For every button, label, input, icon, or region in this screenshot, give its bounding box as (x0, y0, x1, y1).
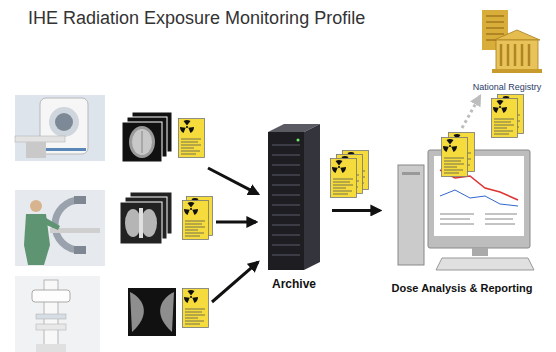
mammography-unit-part (36, 344, 66, 352)
node-label: Archive (272, 278, 316, 292)
modality-arrows (208, 168, 258, 302)
c-arm-part (30, 200, 42, 212)
dose-report (179, 119, 205, 158)
registry-building (482, 10, 542, 73)
c-arm-part (74, 246, 86, 254)
dose-report (442, 138, 468, 177)
registry-arrow (462, 96, 480, 128)
mammogram-image-part (130, 292, 144, 332)
registry-building-part (492, 69, 542, 73)
mammography-unit-part (36, 324, 66, 330)
mammography-unit-part (32, 290, 70, 302)
ct-image-stack-part (122, 122, 162, 162)
mammography-unit (15, 276, 100, 352)
ct-scanner-part (42, 148, 86, 151)
mammogram-image-part (128, 288, 176, 336)
archive-server-part (268, 132, 304, 270)
dose-report (183, 289, 209, 328)
xray-image-stack-part (125, 209, 141, 237)
mammogram-image (128, 288, 176, 336)
archive-server-part (304, 124, 320, 270)
dose-report (183, 201, 209, 240)
workstation-part (440, 214, 517, 224)
node-label: Dose Analysis & Reporting (392, 282, 533, 295)
archive-server-part (297, 139, 300, 142)
ct-image-stack (122, 112, 172, 162)
ct-image-stack-part (132, 129, 152, 155)
xray-image-stack (120, 192, 172, 244)
data-arrow (332, 209, 380, 212)
workstation-node: Dose Analysis & Reporting (382, 130, 542, 297)
registry-node: National Registry (462, 2, 552, 94)
modality-arrows-part (208, 168, 258, 194)
c-arm-part (15, 190, 105, 266)
ct-scanner-part (55, 113, 73, 131)
node-label: National Registry (473, 82, 542, 92)
ct-scanner-part (26, 142, 46, 158)
diagram-title: IHE Radiation Exposure Monitoring Profil… (28, 8, 365, 29)
mammography-unit-part (36, 314, 66, 319)
xray-image-stack-part (139, 208, 143, 238)
mammogram-image-part (160, 292, 174, 332)
registry-building-part (494, 30, 540, 40)
archive-server-part (272, 145, 300, 255)
ct-scanner-part (15, 95, 105, 161)
workstation-part (398, 165, 424, 265)
c-arm-part (44, 218, 60, 230)
c-arm-part (74, 196, 86, 204)
registry-building-part (501, 44, 529, 66)
workstation-part (402, 172, 420, 175)
xray-image-stack-part (120, 202, 162, 244)
c-arm-part (55, 200, 80, 250)
ct-image-stack-part (142, 131, 143, 153)
registry-building-part (496, 40, 538, 70)
ct-scanner-part (49, 107, 79, 137)
ct-scanner-part (15, 136, 65, 142)
modality-arrows-part (212, 262, 258, 302)
xray-image-stack-part (141, 209, 157, 237)
workstation-part (440, 190, 518, 206)
archive-node: Archive (258, 120, 330, 294)
c-arm (15, 190, 105, 266)
workstation-part (472, 248, 488, 256)
archive-server (268, 124, 320, 270)
modality-arrows-part (216, 221, 256, 224)
dose-report (492, 99, 518, 138)
dose-report (331, 159, 357, 198)
ct-scanner (15, 95, 105, 161)
ct-image-stack-part (129, 126, 155, 158)
ct-scanner-part (40, 98, 88, 154)
mammography-unit-part (15, 276, 100, 352)
workstation-part (436, 258, 534, 270)
